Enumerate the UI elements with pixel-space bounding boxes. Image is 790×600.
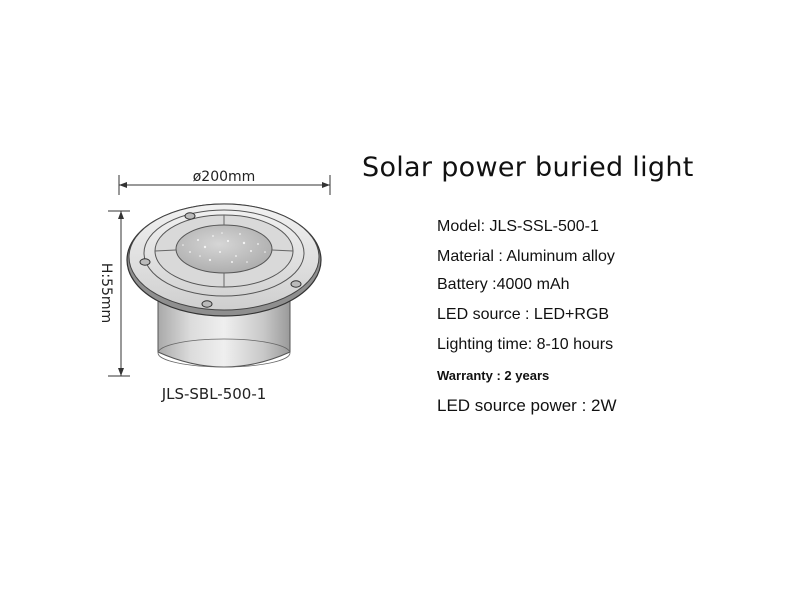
spec-warranty: Warranty : 2 years xyxy=(437,368,550,383)
model-caption: JLS-SBL-500-1 xyxy=(161,385,267,403)
spec-battery: Battery :4000 mAh xyxy=(437,276,570,293)
spec-led-source: LED source : LED+RGB xyxy=(437,306,610,323)
spec-lighting-time: Lighting time: 8-10 hours xyxy=(437,336,614,353)
width-dimension: ø200mm xyxy=(118,169,331,195)
product-title: Solar power buried light xyxy=(362,152,694,183)
spec-led-power: LED source power : 2W xyxy=(437,396,617,415)
height-label: H:55mm xyxy=(98,263,114,323)
width-label: ø200mm xyxy=(193,169,256,185)
spec-material: Material : Aluminum alloy xyxy=(437,248,615,265)
height-dimension: H:55mm xyxy=(98,210,130,377)
spec-model: Model: JLS-SSL-500-1 xyxy=(437,218,599,235)
buried-light-illustration xyxy=(126,203,322,368)
